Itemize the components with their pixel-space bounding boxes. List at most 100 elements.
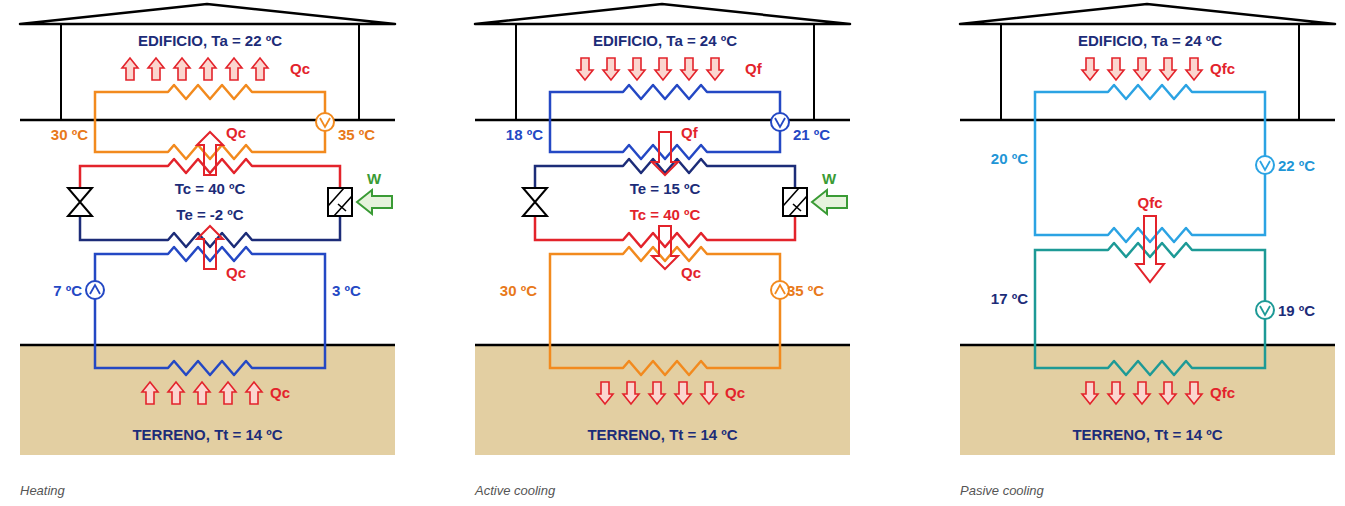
compressor-symbol <box>328 188 352 216</box>
expansion-valve <box>523 188 547 216</box>
emitter-coil <box>615 85 715 99</box>
pump-body <box>771 113 789 131</box>
exchanger-coil <box>160 247 260 261</box>
work-arrow <box>357 190 392 214</box>
ground-label: TERRENO, Tt = 14 ºC <box>1072 426 1222 444</box>
pump-body <box>86 281 104 299</box>
temperature-label: 20 ºC <box>991 150 1028 167</box>
passive-cooling-panel <box>960 4 1335 455</box>
floor-line <box>20 119 395 122</box>
pump-mark <box>775 285 785 294</box>
work-arrow <box>812 190 847 214</box>
heat-arrow <box>675 382 691 404</box>
temperature-label: 30 ºC <box>51 126 88 143</box>
pump-symbol <box>771 281 789 299</box>
heat-arrows <box>122 58 268 404</box>
compressor-mark <box>783 188 807 216</box>
temperature-label: 35 ºC <box>787 282 824 299</box>
temperature-label: 21 ºC <box>793 126 830 143</box>
ground-line <box>475 344 850 347</box>
panel-caption: Pasive cooling <box>960 482 1044 499</box>
exchange-arrow <box>652 132 678 175</box>
compressor-body <box>783 188 807 216</box>
heat-arrow <box>1082 382 1098 404</box>
temperature-label: 30 ºC <box>500 282 537 299</box>
exchange-arrows <box>652 132 678 269</box>
pump-body <box>771 281 789 299</box>
heat-arrow <box>220 382 236 404</box>
heat-arrow <box>168 382 184 404</box>
exchange-arrow <box>197 132 223 175</box>
pipe <box>1035 92 1265 235</box>
heat-flow-label: Qf <box>681 124 698 141</box>
pipe <box>550 92 780 152</box>
heat-arrow <box>174 58 190 80</box>
exchange-arrows <box>197 132 223 269</box>
heat-arrow <box>1160 382 1176 404</box>
exchanger-coil <box>1100 228 1200 242</box>
ground-fill <box>475 345 850 455</box>
building-loop <box>550 85 780 159</box>
heat-arrow <box>142 382 158 404</box>
heat-flow-label: Qc <box>681 264 701 281</box>
heat-arrow <box>1082 58 1098 80</box>
ground-coil <box>160 361 260 375</box>
pump-body <box>1256 301 1274 319</box>
roof <box>475 4 850 24</box>
heat-flow-label: Qc <box>226 264 246 281</box>
ground-band: TERRENO, Tt = 14 ºC <box>960 345 1335 455</box>
heat-arrow <box>226 58 242 80</box>
heat-arrow <box>629 58 645 80</box>
exchanger-coil <box>1100 243 1200 257</box>
temperature-label: 35 ºC <box>338 126 375 143</box>
heat-arrow <box>246 382 262 404</box>
active-cooling-panel <box>475 4 850 455</box>
pump-body <box>1256 156 1274 174</box>
heat-arrow <box>1108 382 1124 404</box>
temperature-label: 17 ºC <box>991 290 1028 307</box>
heat-flow-label: Qf <box>745 60 762 77</box>
temperature-label: Te = -2 ºC <box>176 206 243 223</box>
ground-band: TERRENO, Tt = 14 ºC <box>20 345 395 455</box>
building-label: EDIFICIO, Ta = 24 ºC <box>593 32 737 50</box>
building-box: EDIFICIO, Ta = 24 ºC <box>1000 24 1300 120</box>
work-label: W <box>822 170 836 187</box>
ground-line <box>20 344 395 347</box>
exchanger-coil <box>615 247 715 261</box>
building-loop <box>1035 85 1265 242</box>
heat-flow-label: Qfc <box>1137 194 1162 211</box>
pump-mark <box>1260 306 1270 315</box>
ground-label: TERRENO, Tt = 14 ºC <box>587 426 737 444</box>
heat-arrows <box>577 58 723 404</box>
heat-arrow <box>1186 58 1202 80</box>
exchange-arrow <box>652 226 678 269</box>
ground-loop <box>1035 243 1265 375</box>
pump-mark <box>775 118 785 127</box>
expansion-valve <box>68 188 92 216</box>
temperature-label: 22 ºC <box>1278 157 1315 174</box>
heat-arrow <box>701 382 717 404</box>
pump-symbol <box>1256 301 1274 319</box>
panel-caption: Active cooling <box>475 482 555 499</box>
heat-arrow <box>1134 58 1150 80</box>
pump-body <box>316 113 334 131</box>
evaporator-coil <box>160 233 260 247</box>
ground-coil <box>1100 361 1200 375</box>
temperature-label: 7 ºC <box>53 282 82 299</box>
compressor-body <box>328 188 352 216</box>
heat-arrow <box>649 382 665 404</box>
exchanger-coil <box>160 145 260 159</box>
temperature-label: 3 ºC <box>332 282 361 299</box>
heat-arrow <box>122 58 138 80</box>
building-label: EDIFICIO, Ta = 22 ºC <box>138 32 282 50</box>
ground-loop <box>95 247 325 375</box>
heat-arrow <box>603 58 619 80</box>
pump-mark <box>320 118 330 127</box>
heat-arrow <box>1134 382 1150 404</box>
ground-band: TERRENO, Tt = 14 ºC <box>475 345 850 455</box>
heat-arrow <box>681 58 697 80</box>
pump-symbol <box>316 113 334 131</box>
building-box: EDIFICIO, Ta = 24 ºC <box>515 24 815 120</box>
emitter-coil <box>160 85 260 99</box>
building-loop <box>95 85 325 159</box>
